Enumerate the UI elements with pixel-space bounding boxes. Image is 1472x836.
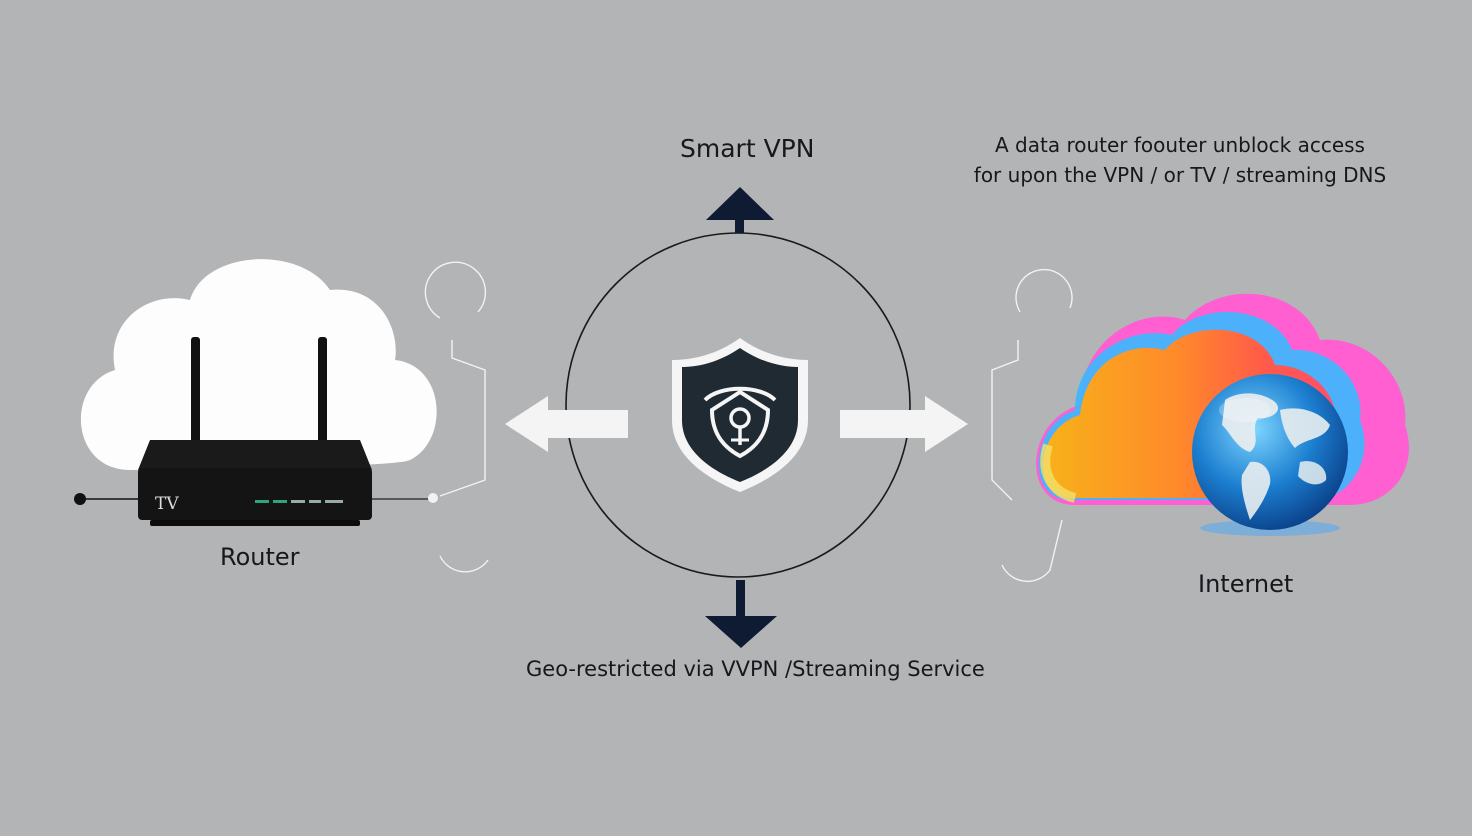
right-bracket-decoration [991,268,1073,583]
smart-vpn-label: Smart VPN [680,134,815,163]
left-bracket-decoration [424,261,489,573]
cloud-icon [80,259,437,470]
geo-restricted-label: Geo-restricted via VVPN /Streaming Servi… [526,657,985,681]
right-arrow [840,396,968,452]
shield-icon [672,338,808,492]
description-note: A data router foouter unblock access for… [970,130,1390,190]
router-label: Router [220,543,300,571]
internet-label: Internet [1198,570,1294,598]
description-line-2: for upon the VPN / or TV / streaming DNS [973,163,1387,187]
up-arrow [706,187,774,233]
description-line-1: A data router foouter unblock access [995,133,1365,157]
left-arrow [505,396,628,452]
globe-icon [1192,374,1348,536]
router-device-text: TV [155,494,179,514]
down-arrow [705,580,777,648]
router-icon: TV [74,337,438,526]
